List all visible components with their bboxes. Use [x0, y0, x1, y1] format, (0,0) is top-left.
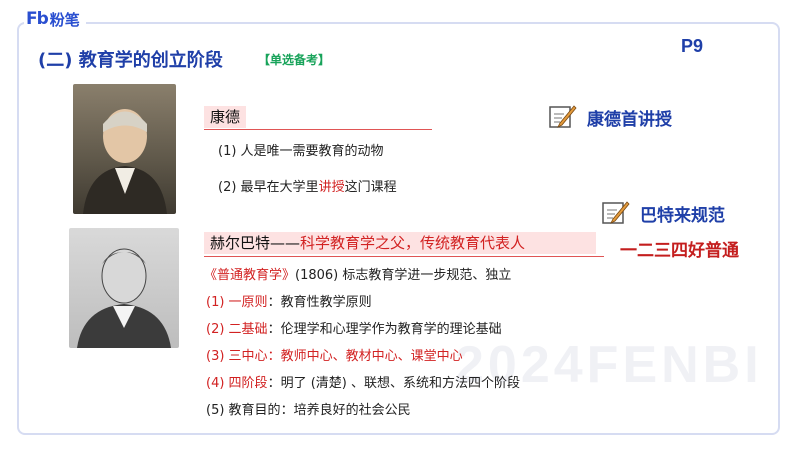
herbart-book-rest: (1806) 标志教育学进一步规范、独立 — [295, 268, 512, 283]
kant-underline — [204, 129, 432, 130]
herbart-book-line: 《普通教育学》(1806) 标志教育学进一步规范、独立 — [204, 264, 511, 283]
herbart-name: 赫尔巴特—— — [210, 234, 301, 252]
herbart-mnemonic-text: 巴特来规范 — [640, 205, 725, 226]
kant-point-2: (2) 最早在大学里讲授这门课程 — [218, 176, 397, 195]
herbart-point-1: (1) 一原则：教育性教学原则 — [206, 291, 372, 310]
herbart-point-5: (5) 教育目的：培养良好的社会公民 — [206, 399, 411, 418]
herbart-point-2: (2) 二基础：伦理学和心理学作为教育学的理论基础 — [206, 318, 502, 337]
herbart-mnemonic-note: 巴特来规范 — [600, 199, 725, 227]
herbart-point-3-label: (3) 三中心 — [206, 349, 268, 364]
herbart-point-5-text: ：培养良好的社会公民 — [280, 403, 411, 418]
herbart-point-3: (3) 三中心：教师中心、教材中心、课堂中心 — [206, 345, 463, 364]
kant-point-2-prefix: (2) 最早在大学里 — [218, 180, 319, 195]
herbart-portrait — [69, 228, 179, 348]
herbart-point-1-label: (1) 一原则 — [206, 295, 268, 310]
kant-point-1: (1) 人是唯一需要教育的动物 — [218, 140, 384, 159]
kant-mnemonic-note: 康德首讲授 — [547, 103, 672, 131]
brand-name: 粉笔 — [49, 10, 80, 29]
herbart-underline — [204, 256, 604, 257]
kant-name-label: 康德 — [204, 106, 247, 128]
kant-point-1-prefix: (1) — [218, 144, 241, 159]
herbart-point-1-text: ：教育性教学原则 — [267, 295, 372, 310]
kant-portrait — [73, 84, 176, 214]
pencil-note-icon — [602, 201, 630, 224]
kant-point-2-highlight: 讲授 — [318, 180, 345, 195]
herbart-point-4-label: (4) 四阶段 — [206, 376, 268, 391]
watermark: 2024FENBI — [455, 336, 763, 394]
herbart-point-2-text: ：伦理学和心理学作为教育学的理论基础 — [267, 322, 502, 337]
herbart-point-4-text: ：明了 (清楚) 、联想、系统和方法四个阶段 — [267, 376, 520, 391]
exam-tag: 【单选备考】 — [258, 53, 331, 67]
kant-point-2-suffix: 这门课程 — [344, 180, 397, 195]
brand-mark: Fb — [26, 9, 49, 29]
herbart-mnemonic-2: 一二三四好普通 — [620, 241, 739, 261]
herbart-point-5-label: (5) 教育目的 — [206, 403, 281, 418]
kant-point-1-text: 人是唯一需要教育的动物 — [240, 144, 384, 159]
section-title: (二) 教育学的创立阶段 — [38, 50, 223, 71]
page-number: P9 — [681, 36, 704, 56]
herbart-point-3-text: ：教师中心、教材中心、课堂中心 — [267, 349, 463, 364]
pencil-note-icon — [549, 105, 577, 128]
herbart-book-title: 《普通教育学》 — [204, 268, 296, 283]
herbart-point-2-label: (2) 二基础 — [206, 322, 268, 337]
herbart-title: 科学教育学之父，传统教育代表人 — [300, 234, 526, 252]
herbart-name-label: 赫尔巴特——科学教育学之父，传统教育代表人 — [204, 232, 596, 254]
kant-mnemonic-text: 康德首讲授 — [587, 109, 672, 130]
herbart-point-4: (4) 四阶段：明了 (清楚) 、联想、系统和方法四个阶段 — [206, 372, 520, 391]
brand-logo: Fb 粉笔 — [24, 7, 86, 31]
